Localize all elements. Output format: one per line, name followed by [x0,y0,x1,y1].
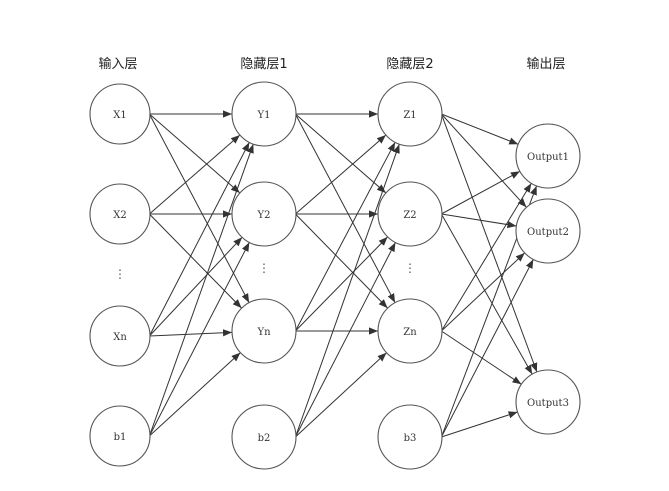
node-y1: Y1 [231,81,297,147]
edge-xn-to-y1 [148,142,250,337]
node-label: Yn [256,327,271,338]
edge-yn-to-z2 [295,236,388,332]
node-label: Output2 [527,227,569,238]
node-label: Y1 [257,110,271,121]
ellipsis: ⋮ [258,261,270,275]
edge-zn-to-output2 [441,252,526,332]
edge-zn-to-output3 [441,330,522,385]
node-b2: b2 [231,404,297,470]
hidden-layer-2: Z1 Z2 ⋮ Zn b3 [377,81,443,470]
edge-z1-to-output1 [441,113,519,145]
node-label: b2 [258,433,271,444]
edge-b2-to-z1 [294,144,400,438]
edge-z2-to-output3 [440,213,533,375]
node-label: b3 [404,433,417,444]
edge-y2-to-zn [295,213,388,309]
connection-edges [148,110,538,438]
node-y2: Y2 [231,181,297,247]
input-layer: X1 X2 ⋮ Xn b1 [89,83,151,467]
layer-title-output: 输出层 [526,56,565,72]
edge-z1-to-output2 [441,113,527,208]
node-z2: Z2 [377,181,443,247]
node-output1: Output1 [515,123,581,189]
edge-y1-to-z2 [295,113,387,194]
edge-b2-to-zn [295,352,387,438]
ellipsis: ⋮ [114,267,126,281]
node-yn: Yn [231,298,297,364]
edge-yn-to-z1 [294,142,396,332]
ellipsis: ⋮ [404,261,416,275]
node-label: Output1 [527,152,569,163]
node-zn: Zn [377,298,443,364]
node-label: Y2 [257,210,271,221]
edge-b2-to-z2 [294,242,396,438]
edge-y2-to-z1 [295,134,387,215]
edge-z2-to-output1 [441,170,521,215]
node-z1: Z1 [377,81,443,147]
edge-b1-to-y2 [148,242,250,437]
node-xn: Xn [89,305,151,367]
node-label: X1 [113,110,126,121]
layer-title-input: 输入层 [98,56,137,72]
edge-x1-to-y2 [149,113,241,194]
hidden-layer-1: Y1 Y2 ⋮ Yn b2 [231,81,297,470]
edge-xn-to-y2 [149,236,243,337]
node-x1: X1 [89,83,151,145]
edge-x1-to-yn [148,113,250,303]
node-output3: Output3 [515,369,581,435]
edge-b1-to-yn [149,352,241,437]
layer-title-hidden2: 隐藏层2 [386,57,433,72]
layer-title-hidden1: 隐藏层1 [240,57,287,72]
edge-b1-to-y1 [148,143,254,437]
edge-b3-to-output2 [440,259,534,438]
node-label: Xn [113,332,127,343]
output-layer: Output1 Output2 Output3 [515,123,581,435]
node-label: b1 [114,432,127,443]
node-b1: b1 [89,405,151,467]
node-output2: Output2 [515,198,581,264]
edge-z2-to-output2 [441,213,517,229]
node-b3: b3 [377,404,443,470]
node-label: Z1 [403,110,416,121]
edge-z1-to-output3 [440,113,538,373]
edge-x2-to-yn [149,213,242,309]
node-x2: X2 [89,183,151,245]
node-label: Output3 [527,398,569,409]
edge-b3-to-output3 [441,411,518,438]
node-label: X2 [113,210,126,221]
edge-y1-to-zn [294,113,396,303]
node-label: Z2 [403,210,416,221]
edge-x2-to-y1 [149,134,241,215]
edge-zn-to-output1 [440,183,532,332]
node-label: Zn [403,327,417,338]
edge-xn-to-yn [149,329,233,337]
